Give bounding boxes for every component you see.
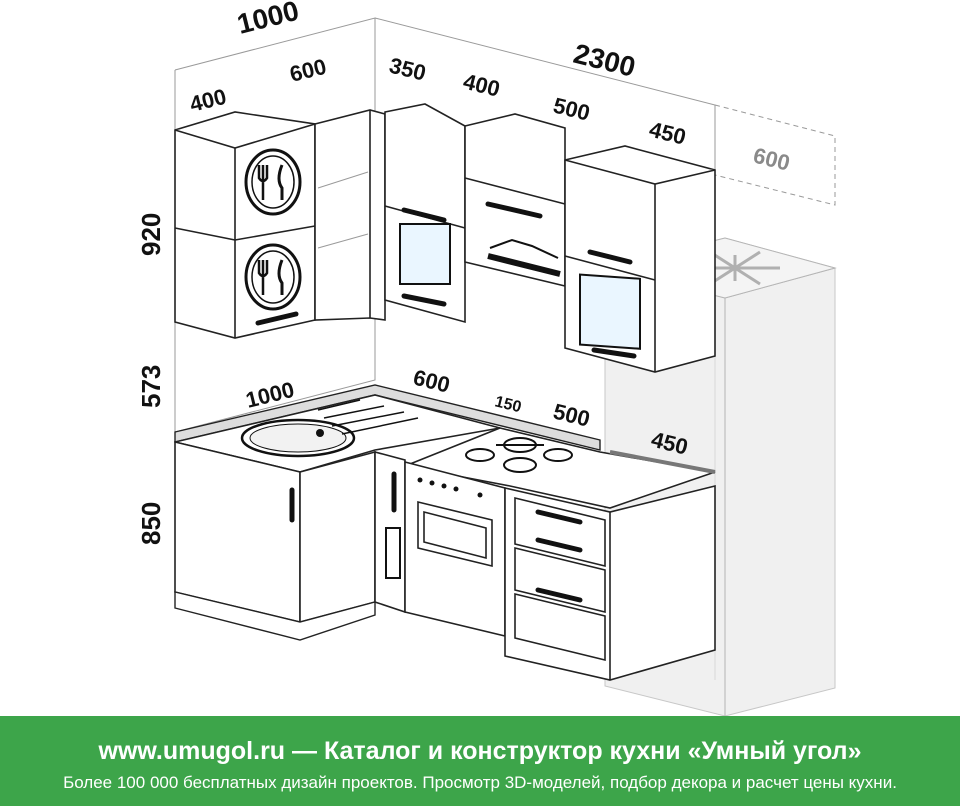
dim-top-seg-2: 400: [461, 69, 503, 102]
upper-wall-cabinets: [384, 103, 716, 373]
dim-height-base: 850: [136, 502, 166, 545]
upper-left-cabinet: [174, 111, 328, 339]
stove-unit: [404, 460, 506, 638]
footer-banner: www.umugol.ru — Каталог и конструктор ку…: [0, 716, 960, 806]
kitchen-layout-drawing: 1000 400 600 2300 350 400 500 450 600 92…: [136, 0, 837, 716]
base-filler: [374, 450, 406, 614]
dim-height-upper: 920: [136, 213, 166, 256]
dim-top-left-a: 400: [187, 84, 229, 117]
cutlery-icon: [244, 148, 302, 216]
footer-headline[interactable]: www.umugol.ru — Каталог и конструктор ку…: [98, 737, 862, 765]
fridge-top-outline: [714, 104, 836, 206]
base-left-cabinet: [174, 440, 376, 641]
dim-fridge-width: 600: [751, 143, 793, 176]
dim-top-left-b: 600: [287, 54, 329, 87]
snowflake-icon: [690, 250, 780, 286]
dim-height-gap: 573: [136, 365, 166, 408]
dim-top-right-width: 2300: [571, 38, 639, 83]
dim-counter-filler: 150: [493, 393, 523, 416]
cutlery-icon: [244, 243, 302, 311]
dim-top-seg-3: 500: [551, 93, 593, 126]
dim-top-seg-4: 450: [647, 117, 689, 150]
countertop: [174, 384, 716, 509]
sink-icon: [240, 418, 356, 458]
hob-icon: [465, 437, 573, 473]
dim-top-left-width: 1000: [234, 0, 302, 40]
upper-corner-shelf: [314, 109, 386, 321]
footer-subline: Более 100 000 бесплатных дизайн проектов…: [63, 773, 897, 792]
dim-top-seg-1: 350: [387, 53, 429, 86]
hood-icon: [487, 238, 561, 277]
drawer-unit: [504, 484, 716, 681]
dim-counter-corner: 600: [411, 365, 453, 398]
dim-counter-stove: 500: [551, 399, 593, 432]
